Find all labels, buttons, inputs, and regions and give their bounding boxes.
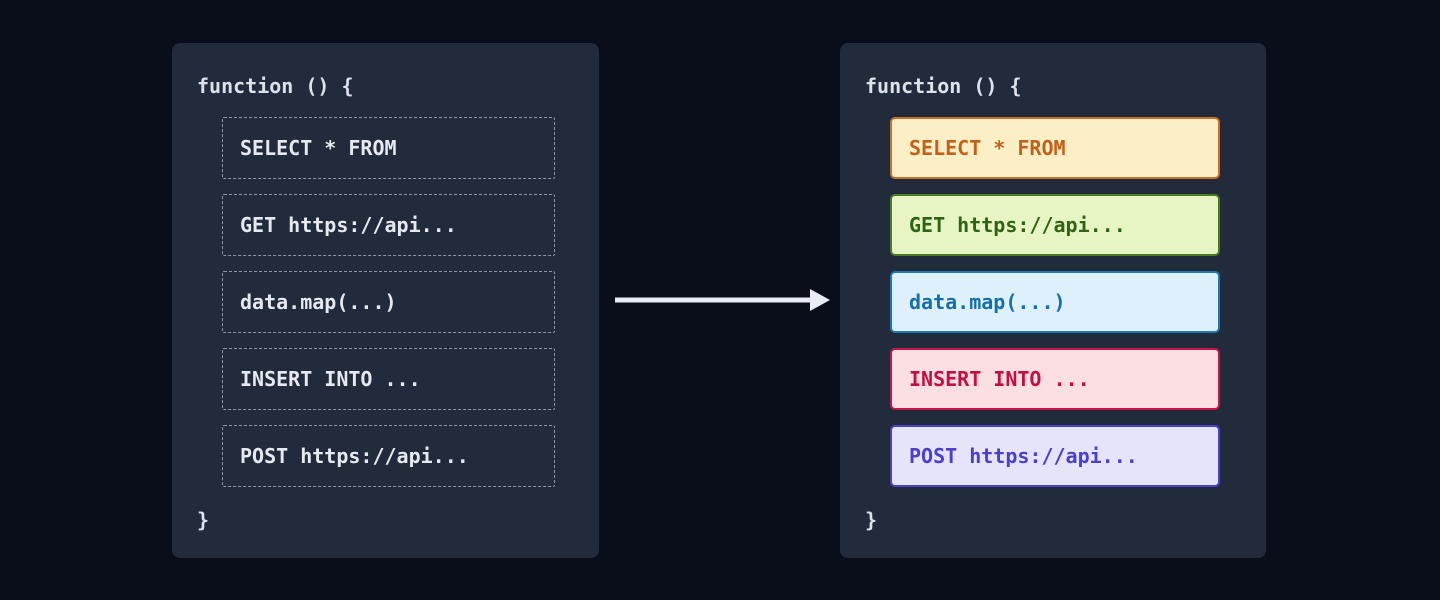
block-label: data.map(...) [909, 290, 1066, 314]
code-panel-after: function () { SELECT * FROM GET https://… [840, 43, 1266, 558]
block-label: POST https://api... [909, 444, 1138, 468]
block-label: SELECT * FROM [909, 136, 1066, 160]
block-select-before: SELECT * FROM [222, 117, 555, 179]
code-blocks-after: SELECT * FROM GET https://api... data.ma… [890, 117, 1220, 502]
code-panel-before: function () { SELECT * FROM GET https://… [172, 43, 599, 558]
block-label: data.map(...) [240, 290, 397, 314]
block-get-after: GET https://api... [890, 194, 1220, 256]
block-label: SELECT * FROM [240, 136, 397, 160]
block-insert-before: INSERT INTO ... [222, 348, 555, 410]
block-map-before: data.map(...) [222, 271, 555, 333]
block-label: GET https://api... [240, 213, 457, 237]
function-open-before: function () { [197, 74, 354, 98]
function-open-after: function () { [865, 74, 1022, 98]
function-close-after: } [865, 508, 878, 532]
block-post-before: POST https://api... [222, 425, 555, 487]
block-label: INSERT INTO ... [240, 367, 421, 391]
block-label: INSERT INTO ... [909, 367, 1090, 391]
block-label: GET https://api... [909, 213, 1126, 237]
block-post-after: POST https://api... [890, 425, 1220, 487]
block-map-after: data.map(...) [890, 271, 1220, 333]
block-label: POST https://api... [240, 444, 469, 468]
block-select-after: SELECT * FROM [890, 117, 1220, 179]
transform-arrow-icon [615, 289, 830, 311]
block-get-before: GET https://api... [222, 194, 555, 256]
function-close-before: } [197, 508, 210, 532]
block-insert-after: INSERT INTO ... [890, 348, 1220, 410]
code-blocks-before: SELECT * FROM GET https://api... data.ma… [222, 117, 555, 502]
